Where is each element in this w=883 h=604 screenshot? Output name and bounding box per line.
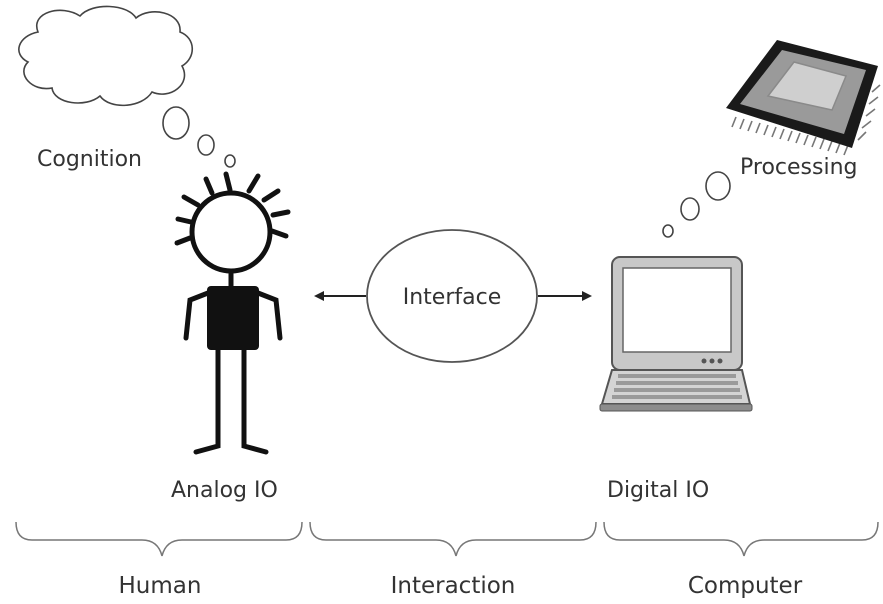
human-label: Human [119, 573, 202, 599]
interface-ellipse [366, 229, 538, 363]
cpu-chip-icon [726, 40, 881, 156]
interaction-brace [309, 521, 597, 557]
cognition-label: Cognition [37, 147, 142, 172]
stick-figure-icon [174, 171, 291, 455]
analog-io-label: Analog IO [171, 478, 278, 503]
interaction-label: Interaction [391, 573, 516, 599]
computer-label: Computer [688, 573, 803, 599]
computer-brace [603, 521, 879, 557]
thought-cloud-icon [18, 5, 236, 168]
processing-label: Processing [740, 155, 857, 180]
interface-label: Interface [403, 285, 502, 310]
laptop-icon [599, 256, 753, 412]
torso-shape [207, 286, 259, 350]
human-brace [15, 521, 303, 557]
thought-bubbles-icon [662, 171, 731, 238]
digital-io-label: Digital IO [607, 478, 709, 503]
